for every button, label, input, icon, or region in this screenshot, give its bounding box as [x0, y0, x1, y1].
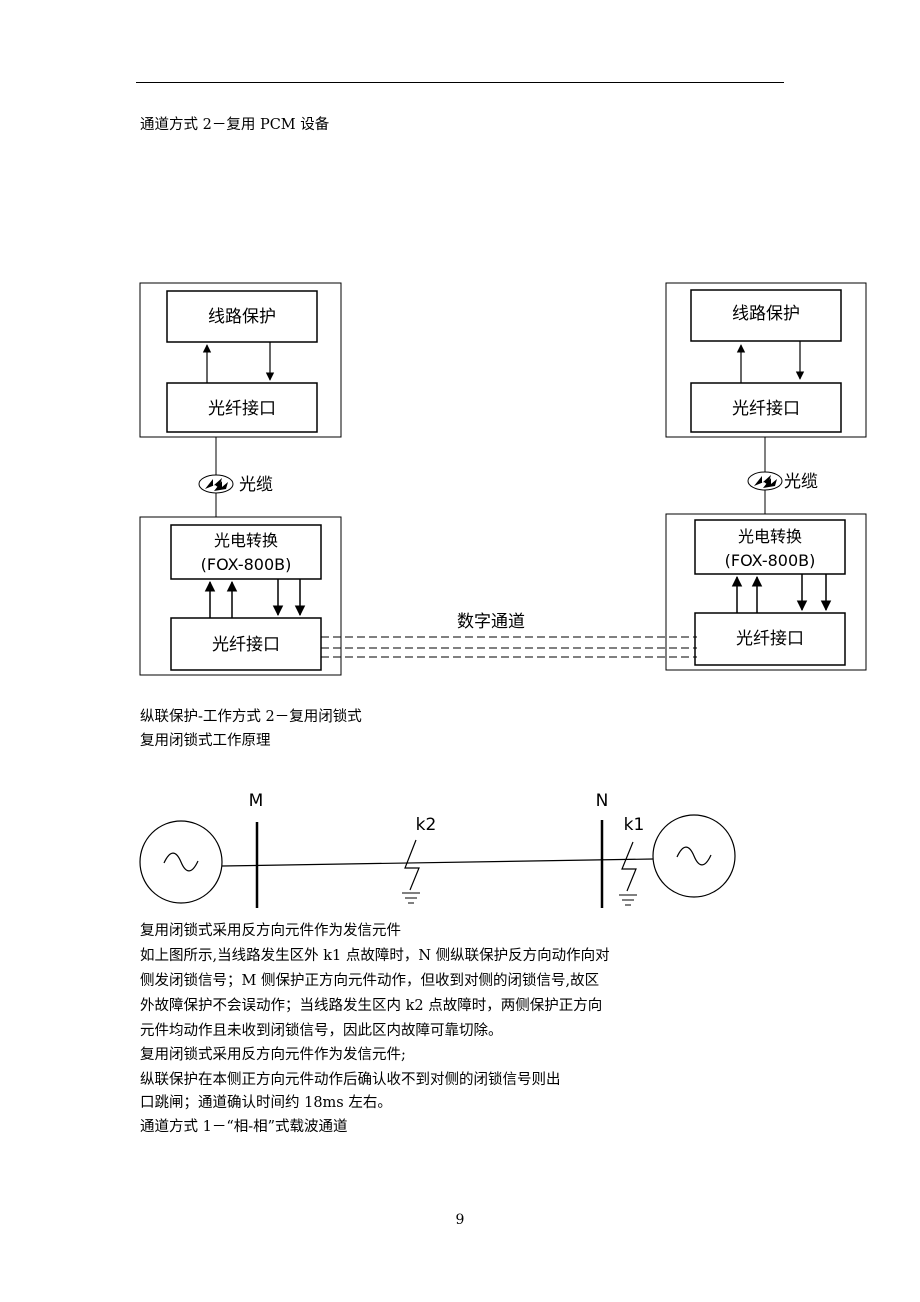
- left-protection-cabinet: [139, 282, 342, 438]
- right-fiber-interface-bottom-box: [694, 612, 846, 666]
- left-fiber-interface-top-label: 光纤接口: [208, 399, 276, 419]
- left-line-protection-label: 线路保护: [208, 307, 276, 327]
- right-cable-label: 光缆: [784, 472, 818, 492]
- left-oe-converter-label-2: (FOX-800B): [201, 555, 292, 574]
- header-rule: [136, 82, 784, 83]
- body-line-2: 如上图所示,当线路发生区外 k1 点故障时，N 侧纵联保护反方向动作向对: [140, 948, 610, 964]
- left-fiber-interface-bottom-label: 光纤接口: [212, 635, 280, 655]
- right-generator-wave: [676, 846, 712, 866]
- right-pcm-cabinet: [665, 513, 867, 671]
- left-line-protection-box: [166, 290, 318, 343]
- left-generator-symbol: [139, 820, 223, 904]
- heading-principle: 复用闭锁式工作原理: [140, 733, 271, 749]
- right-line-protection-box: [690, 289, 842, 342]
- body-line-8: 口跳闸；通道确认时间约 18ms 左右。: [140, 1095, 392, 1111]
- heading-pcm: 通道方式 2－复用 PCM 设备: [140, 117, 330, 133]
- fault-k1-symbol: [619, 841, 637, 906]
- right-fiber-interface-top-box: [690, 382, 842, 433]
- left-oe-converter-box: [170, 524, 322, 580]
- system-fault-diagram: M N k2 k1: [139, 791, 736, 908]
- fault-k2-symbol: [402, 839, 420, 904]
- right-oe-converter-box: [694, 519, 846, 575]
- body-line-9: 通道方式 1－“相-相”式载波通道: [140, 1119, 348, 1135]
- left-pcm-cabinet: [139, 516, 342, 676]
- right-generator-symbol: [652, 814, 736, 898]
- right-oe-converter-label-1: 光电转换: [738, 527, 802, 546]
- body-line-6: 复用闭锁式采用反方向元件作为发信元件;: [140, 1047, 406, 1063]
- fault-k2-label: k2: [416, 815, 437, 835]
- right-cable-icon: [747, 471, 783, 491]
- body-line-7: 纵联保护在本侧正方向元件动作后确认收不到对侧的闭锁信号则出: [140, 1072, 561, 1088]
- right-line-protection-label: 线路保护: [732, 304, 800, 324]
- body-line-3: 侧发闭锁信号；M 侧保护正方向元件动作，但收到对侧的闭锁信号,故区: [140, 973, 600, 989]
- left-generator-wave: [163, 852, 199, 872]
- body-line-1: 复用闭锁式采用反方向元件作为发信元件: [140, 923, 401, 939]
- body-line-5: 元件均动作且未收到闭锁信号，因此区内故障可靠切除。: [140, 1023, 503, 1039]
- right-oe-converter-label-2: (FOX-800B): [725, 551, 816, 570]
- left-fiber-interface-bottom-box: [170, 617, 322, 671]
- right-fiber-interface-top-label: 光纤接口: [732, 399, 800, 419]
- right-protection-cabinet: [665, 282, 867, 438]
- transmission-line: [221, 858, 654, 867]
- page-number: 9: [455, 1212, 465, 1228]
- bus-m-label: M: [249, 791, 264, 811]
- right-fiber-interface-bottom-label: 光纤接口: [736, 629, 804, 649]
- left-cable-label: 光缆: [239, 475, 273, 495]
- fault-k1-label: k1: [624, 815, 645, 835]
- bus-n-label: N: [596, 791, 609, 811]
- heading-mode2: 纵联保护-工作方式 2－复用闭锁式: [140, 709, 362, 725]
- left-fiber-interface-top-box: [166, 382, 318, 433]
- left-cable-icon: [198, 474, 234, 494]
- body-line-4: 外故障保护不会误动作；当线路发生区内 k2 点故障时，两侧保护正方向: [140, 998, 603, 1014]
- digital-channel-label: 数字通道: [457, 612, 525, 632]
- left-oe-converter-label-1: 光电转换: [214, 531, 278, 550]
